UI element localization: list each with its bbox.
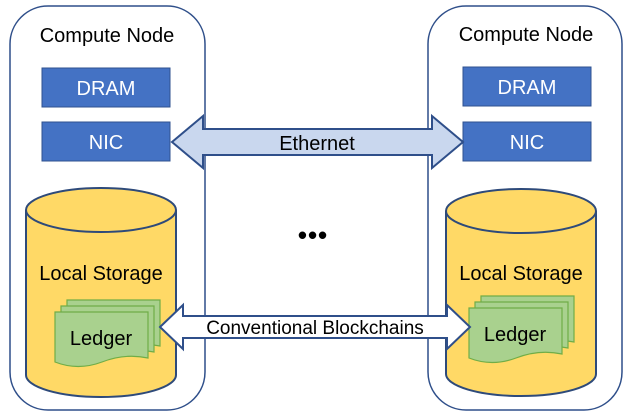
- nic-box-right: NIC: [462, 121, 592, 162]
- blockchain-double-arrow: [158, 302, 472, 352]
- compute-node-right: Compute Node DRAM NIC Local Storage Ledg…: [427, 5, 623, 411]
- blockchain-link: Conventional Blockchains: [158, 302, 472, 352]
- dram-box-right: DRAM: [462, 66, 592, 107]
- dram-box-left: DRAM: [41, 67, 171, 108]
- local-storage-label-left: Local Storage: [39, 263, 162, 285]
- ledger-label-right: Ledger: [484, 324, 547, 346]
- compute-node-left: Compute Node DRAM NIC Local Storage Ledg…: [9, 5, 206, 411]
- nic-label-right: NIC: [510, 132, 544, 154]
- local-storage-cylinder-left: Local Storage: [25, 187, 177, 398]
- dram-label-right: DRAM: [498, 77, 557, 99]
- ethernet-label: Ethernet: [279, 133, 355, 155]
- ledger-label-left: Ledger: [70, 328, 133, 350]
- blockchain-label: Conventional Blockchains: [206, 318, 424, 339]
- ledger-stack-right: Ledger: [468, 295, 575, 364]
- ethernet-link: Ethernet: [170, 113, 465, 171]
- local-storage-cylinder-right: Local Storage: [445, 188, 597, 397]
- local-storage-label-right: Local Storage: [459, 263, 582, 285]
- ellipsis-more-nodes: •••: [298, 220, 328, 250]
- nic-label-left: NIC: [89, 132, 123, 154]
- dram-label-left: DRAM: [77, 78, 136, 100]
- ledger-stack-left: Ledger: [54, 299, 161, 368]
- compute-node-left-title: Compute Node: [40, 25, 175, 47]
- ethernet-double-arrow: [170, 113, 465, 171]
- nic-box-left: NIC: [41, 121, 171, 162]
- compute-node-right-title: Compute Node: [459, 24, 594, 46]
